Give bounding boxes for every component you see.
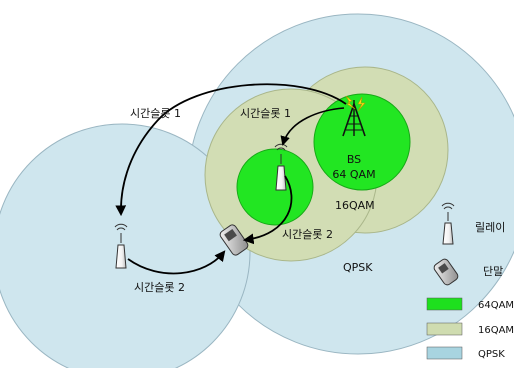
relay-icon-left [114,223,128,269]
label-qpsk: QPSK [343,261,373,274]
legend-swatch-qpsk [426,346,463,360]
legend-swatch-16qam [426,322,463,336]
qpsk-zone-relay [0,123,251,372]
label-slot2-right: 시간슬롯 2 [282,228,333,241]
lightning-icon [345,95,366,112]
label-slot1-top: 시간슬롯 1 [240,107,291,120]
label-bs: BS [347,153,361,166]
arrow-slot2-center-relay-to-terminal [242,175,293,245]
terminal-legend-icon [433,258,459,286]
arrow-slot2-left-relay-to-terminal [127,250,226,275]
relay-icon-center [274,143,288,191]
base-station-tower-icon [342,100,366,137]
label-relay: 릴레이 [475,221,505,234]
label-slot2-bottom: 시간슬롯 2 [134,281,185,294]
label-terminal: 단말 [483,265,503,278]
terminal-phone-icon [219,224,249,256]
legend: 64QAM 16QAM QPSK [426,297,514,360]
legend-label-16qam: 16QAM [478,325,514,336]
arrow-slot1-bs-to-left-relay [115,83,347,217]
legend-label-64qam: 64QAM [478,300,514,311]
qam64-zone-relay [236,148,314,226]
label-16qam: 16QAM [335,199,375,212]
legend-swatch-64qam [426,297,463,311]
legend-label-qpsk: QPSK [478,349,505,360]
relay-legend-icon [441,202,455,245]
arrow-slot1-bs-to-center-relay [280,107,345,146]
label-bs-64qam: 64 QAM [332,168,375,181]
qam64-zone-bs [313,93,411,191]
label-slot1-left: 시간슬롯 1 [130,107,181,120]
